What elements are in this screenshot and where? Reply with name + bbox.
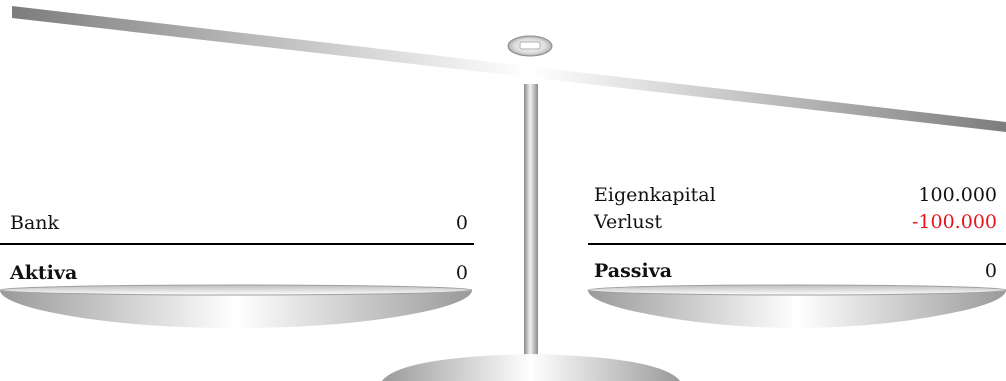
right-pan — [588, 290, 1006, 328]
left-row-value: 0 — [455, 212, 468, 234]
left-divider — [0, 243, 474, 245]
right-row-value-eigenkapital: 100.000 — [918, 184, 997, 206]
left-pan — [0, 290, 472, 328]
right-row-label-eigenkapital: Eigenkapital — [594, 184, 716, 206]
scale-base — [382, 354, 680, 381]
scale-pole — [524, 84, 538, 356]
passiva-total-label: Passiva — [594, 260, 673, 282]
aktiva-total-value: 0 — [455, 262, 468, 284]
right-row-label-verlust: Verlust — [594, 211, 663, 233]
passiva-total-value: 0 — [984, 260, 997, 282]
scale-beam — [12, 6, 1006, 132]
aktiva-total-label: Aktiva — [10, 262, 78, 284]
right-divider — [588, 243, 1006, 245]
left-row-label: Bank — [10, 212, 60, 234]
right-row-value-verlust: -100.000 — [912, 211, 997, 233]
